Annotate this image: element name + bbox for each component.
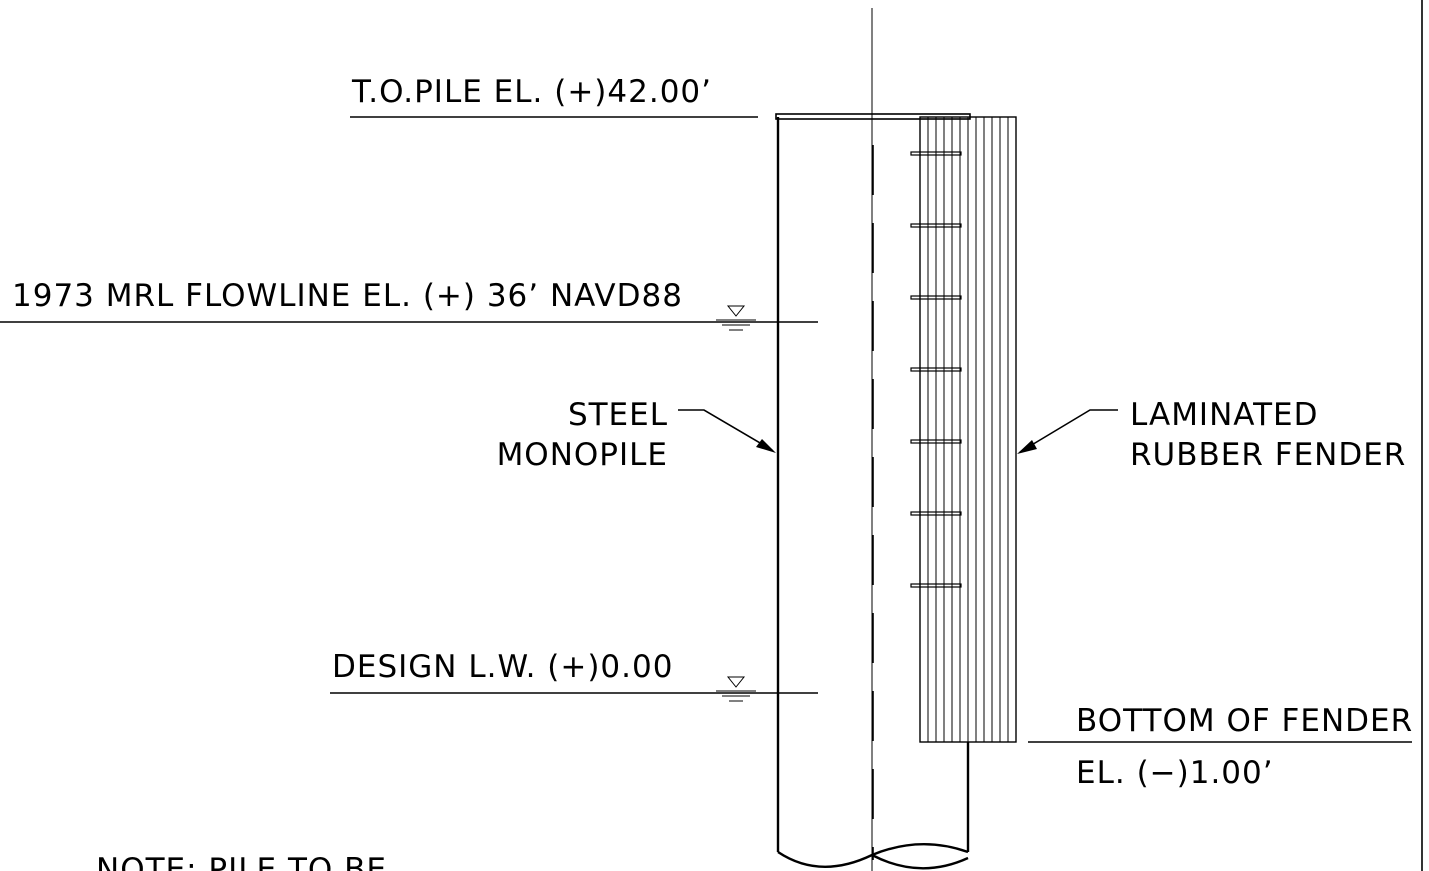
fender-label-line1: LAMINATED	[1130, 397, 1318, 433]
fender-label-line2: RUBBER FENDER	[1130, 437, 1406, 473]
bottom-fender-label-line1: BOTTOM OF FENDER	[1076, 703, 1413, 739]
pile-leader-arrow	[678, 409, 776, 453]
top-of-pile-label: T.O.PILE EL. (+)42.00’	[351, 74, 712, 110]
bottom-fender-label-line2: EL. (−)1.00’	[1076, 755, 1274, 791]
pile-label-line2: MONOPILE	[497, 437, 668, 473]
flowline-label: 1973 MRL FLOWLINE EL. (+) 36’ NAVD88	[12, 278, 683, 314]
design-lw-water-symbol	[716, 676, 756, 702]
fender-lamination-lines	[927, 117, 1009, 742]
pile-label-line1: STEEL	[568, 397, 668, 433]
flowline-water-symbol	[716, 305, 756, 331]
fender-leader-arrow	[1017, 409, 1118, 454]
fender-bolts	[910, 151, 962, 588]
pile-break-line-2	[871, 853, 969, 870]
design-lw-label: DESIGN L.W. (+)0.00	[332, 649, 673, 685]
note-label: NOTE: PILE TO BE	[96, 852, 387, 871]
